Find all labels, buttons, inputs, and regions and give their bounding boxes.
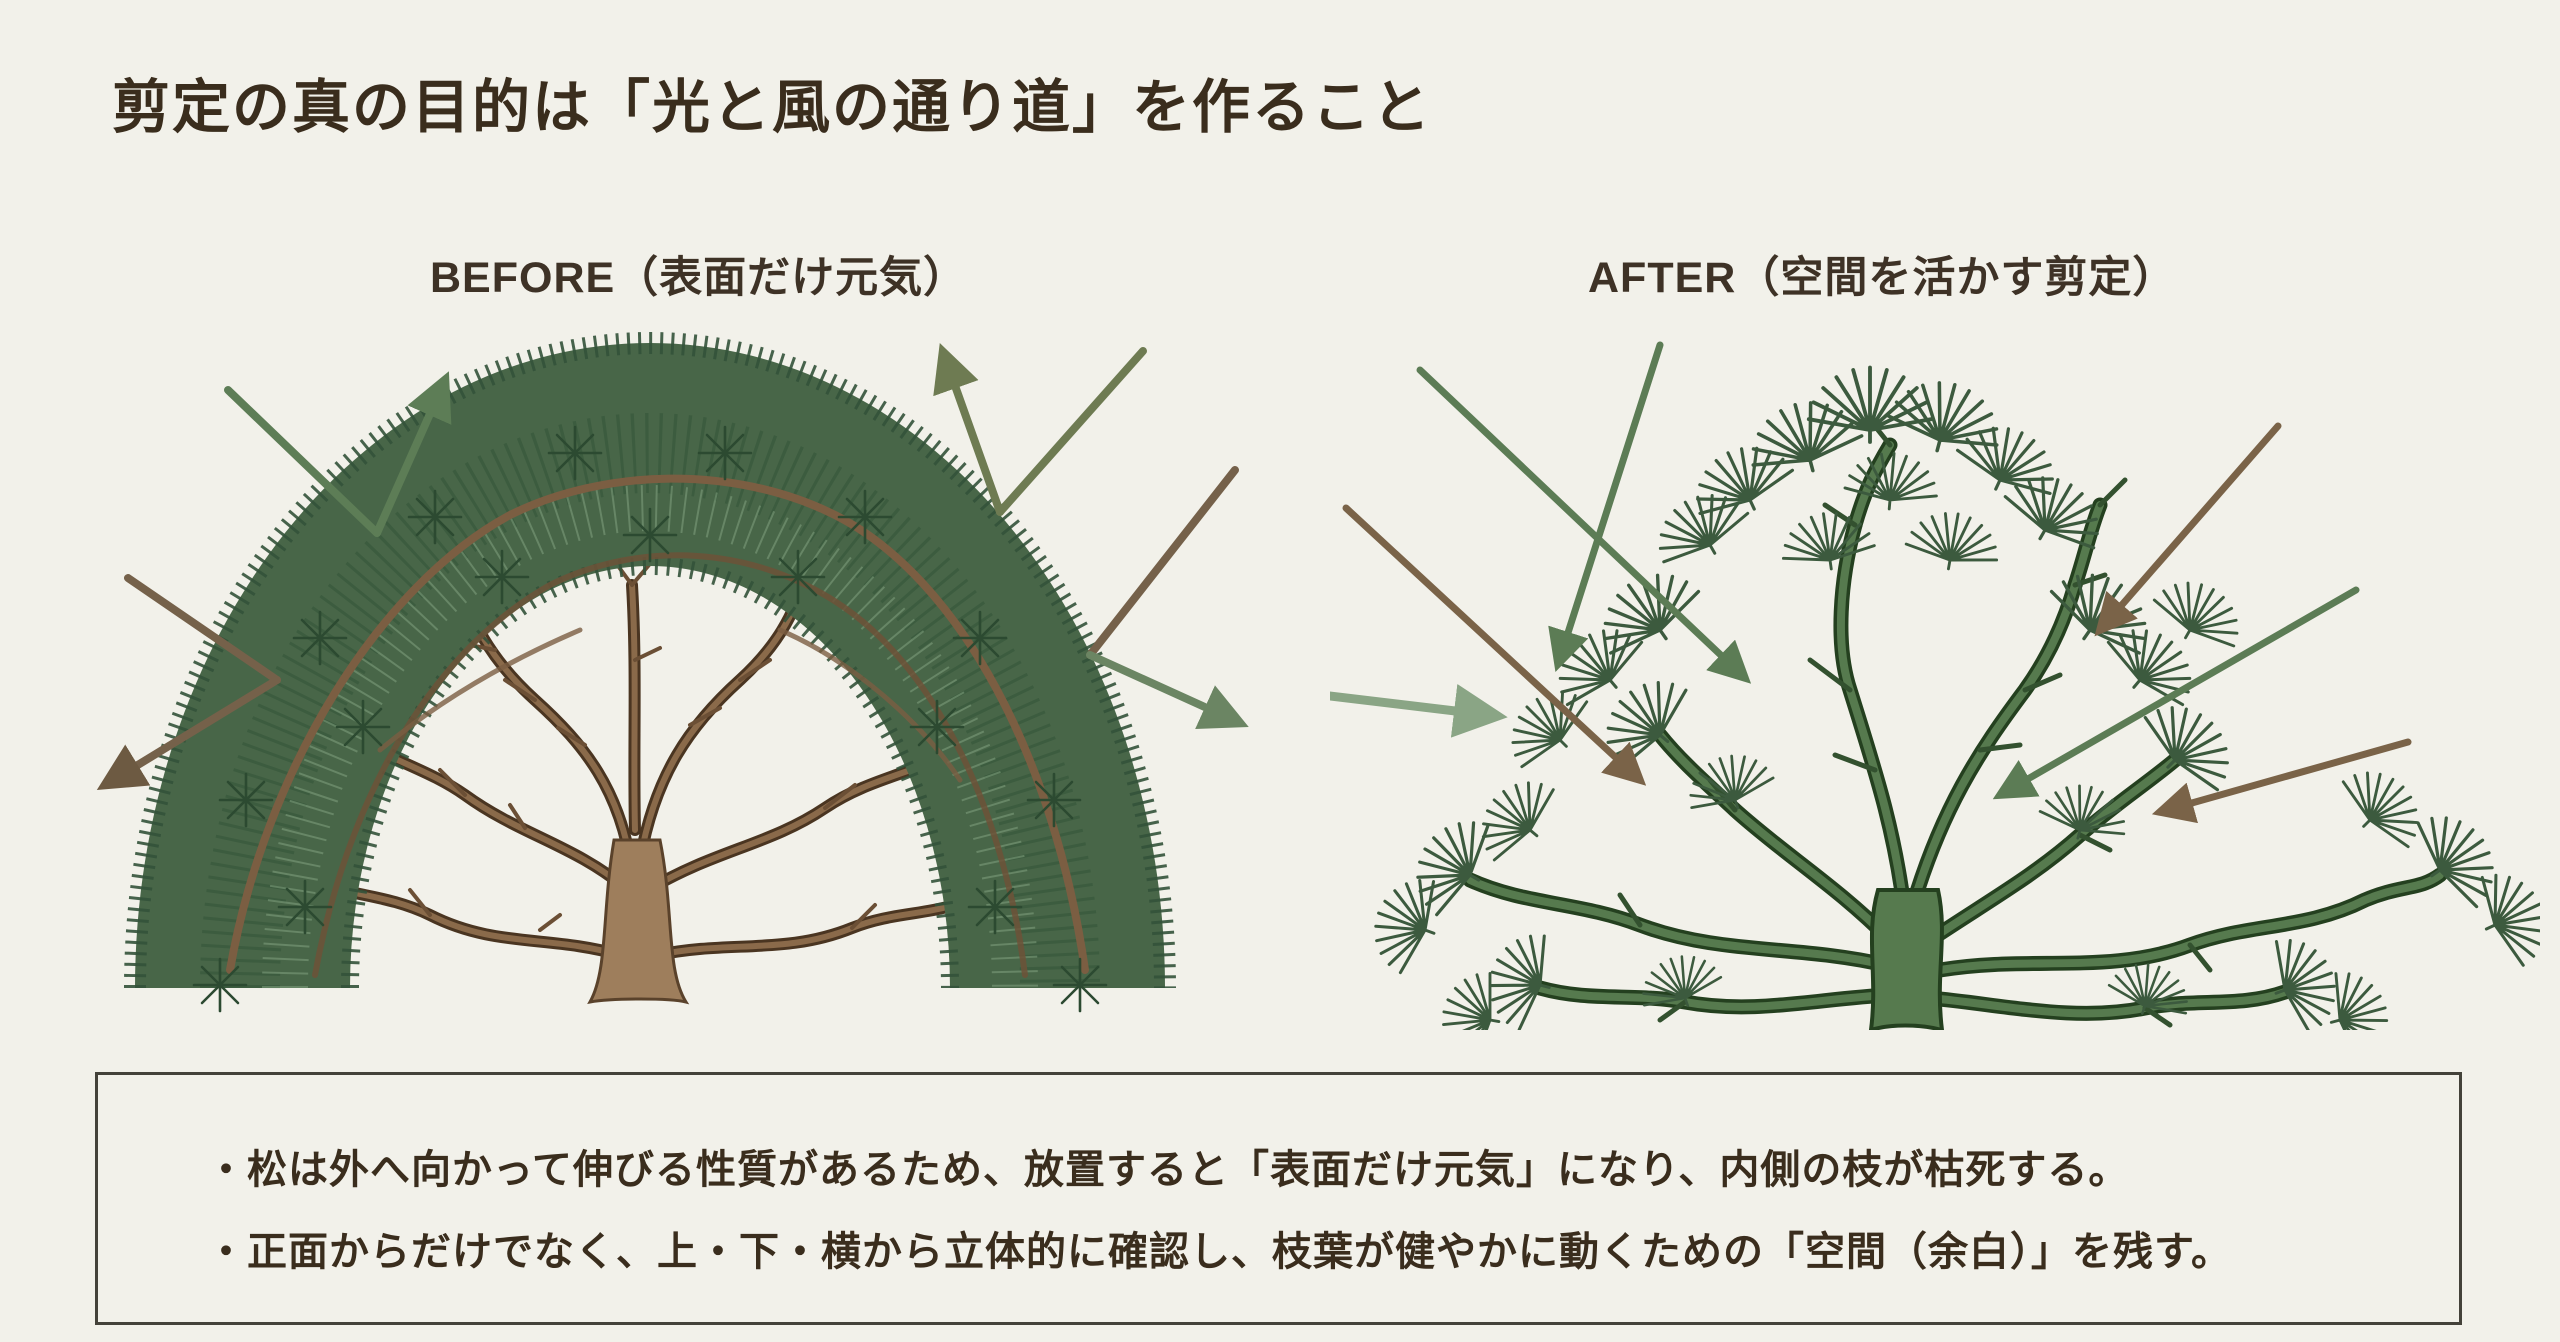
after-tree-structure	[1360, 365, 2540, 1030]
after-trunk	[1868, 888, 1945, 1030]
before-label: BEFORE（表面だけ元気）	[430, 254, 968, 302]
before-tree-illustration	[96, 332, 1249, 1013]
penetrating-arrows	[1330, 341, 2412, 824]
penetrating-arrow-left-horizontal-icon	[1330, 684, 1508, 738]
deflected-arrow-top-right-icon	[933, 342, 1147, 516]
note-line-1: ・松は外へ向かって伸びる性質があるため、放置すると「表面だけ元気」になり、内側の…	[206, 1148, 2130, 1192]
after-label: AFTER（空間を活かす剪定）	[1588, 254, 2177, 302]
penetrating-arrow-right-horizontal-icon	[2151, 738, 2412, 824]
after-tree-illustration	[1330, 341, 2540, 1030]
after-tree-twigs	[1617, 417, 2213, 1028]
penetrating-arrow-left-diagonal-icon	[1342, 504, 1647, 786]
before-trunk	[587, 838, 690, 1005]
deflected-arrow-mid-left-icon	[96, 574, 281, 791]
penetrating-arrow-top-right-icon	[2094, 422, 2282, 637]
penetrating-arrow-top-center-icon	[1548, 341, 1664, 673]
deflected-arrow-top-left-icon	[224, 371, 452, 537]
notes-box: ・松は外へ向かって伸びる性質があるため、放置すると「表面だけ元気」になり、内側の…	[95, 1072, 2462, 1325]
woven-surface-branches	[226, 474, 1089, 978]
penetrating-arrow-right-diagonal-icon	[1992, 586, 2360, 800]
deflected-arrows	[96, 342, 1249, 791]
deflected-arrow-mid-right-icon	[1086, 466, 1249, 730]
note-line-2: ・正面からだけでなく、上・下・横から立体的に確認し、枝葉が健やかに動くための「空…	[206, 1230, 2232, 1274]
page-title: 剪定の真の目的は「光と風の通り道」を作ること	[112, 75, 1433, 140]
penetrating-arrow-top-left-icon	[1416, 366, 1752, 684]
